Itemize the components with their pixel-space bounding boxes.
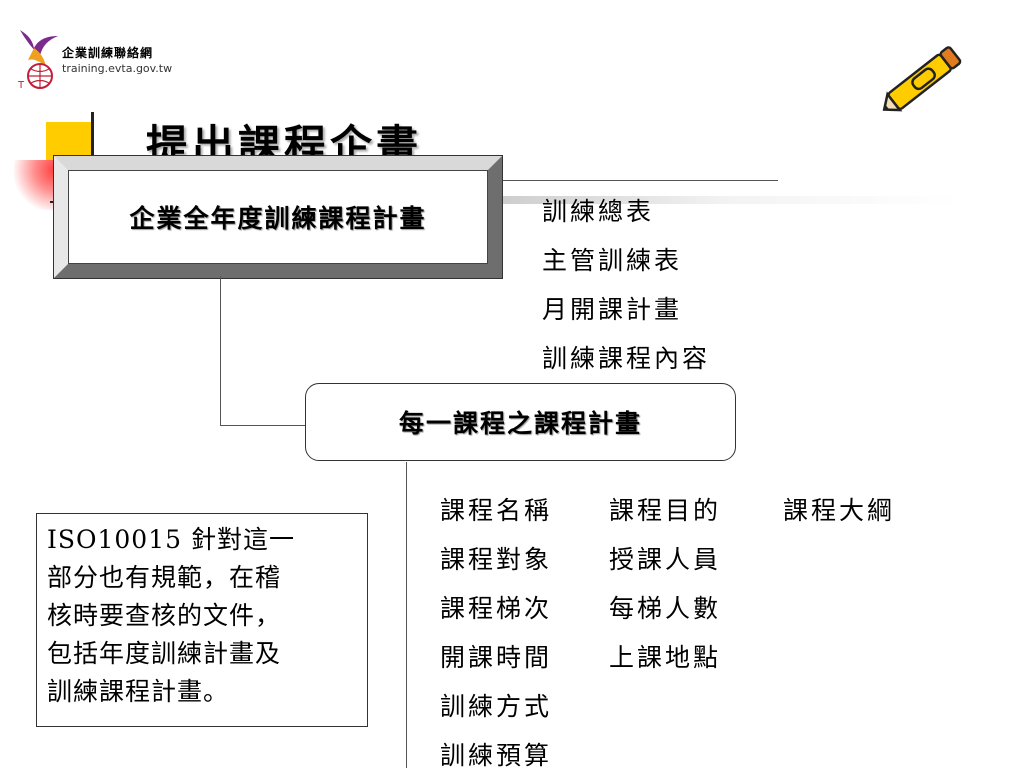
connector-line — [220, 276, 221, 426]
course-plan-label: 每一課程之課程計畫 — [398, 409, 642, 438]
course-plan-item: 開課時間 — [440, 643, 553, 672]
course-plan-item: 課程目的 — [609, 496, 722, 525]
annual-plan-item: 主管訓練表 — [542, 246, 683, 275]
connector-line — [406, 462, 407, 768]
course-plan-item: 上課地點 — [609, 643, 722, 672]
bird-globe-logo-icon: T — [17, 30, 58, 91]
iso-note-box: ISO10015 針對這一 部分也有規範，在稽 核時要查核的文件， 包括年度訓練… — [36, 513, 368, 727]
course-plan-item: 每梯人數 — [609, 594, 722, 623]
annual-plan-item: 月開課計畫 — [542, 295, 683, 324]
annual-plan-item: 訓練課程內容 — [542, 344, 711, 373]
annual-plan-box: 企業全年度訓練課程計畫 — [53, 155, 503, 279]
iso-note-line: 核時要查核的文件， — [47, 601, 282, 630]
course-plan-item: 訓練預算 — [440, 741, 553, 770]
iso-note-line: 部分也有規範，在稽 — [47, 563, 282, 592]
course-plan-item: 授課人員 — [609, 545, 722, 574]
connector-line — [220, 425, 306, 426]
course-plan-box: 每一課程之課程計畫 — [305, 383, 736, 461]
iso-note-line: 訓練課程計畫。 — [47, 677, 230, 706]
title-divider — [91, 112, 94, 198]
logo-org-name: 企業訓練聯絡網 — [62, 46, 154, 60]
title-rule-right — [496, 180, 778, 181]
course-plan-item: 課程名稱 — [440, 496, 553, 525]
annual-plan-item: 訓練總表 — [542, 197, 655, 226]
course-plan-item: 課程對象 — [440, 545, 553, 574]
iso-note-line: ISO10015 針對這一 — [47, 525, 295, 554]
course-plan-item: 訓練方式 — [440, 692, 553, 721]
course-plan-item: 課程大綱 — [783, 496, 896, 525]
pencil-icon — [872, 40, 972, 120]
logo: T — [14, 22, 164, 92]
course-plan-item: 課程梯次 — [440, 594, 553, 623]
logo-url: training.evta.gov.tw — [62, 62, 173, 75]
svg-text:T: T — [17, 80, 25, 91]
iso-note-line: 包括年度訓練計畫及 — [47, 639, 282, 668]
annual-plan-label: 企業全年度訓練課程計畫 — [129, 204, 427, 233]
title-rule-fade — [500, 196, 960, 204]
